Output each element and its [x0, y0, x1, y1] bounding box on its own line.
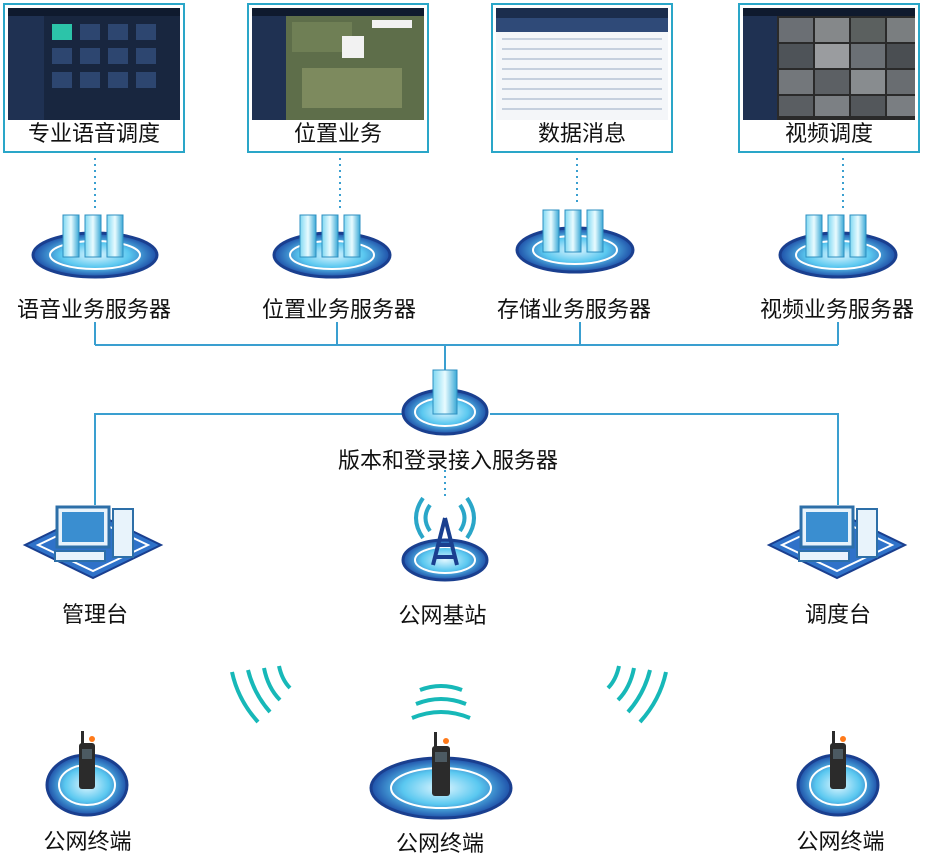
app-panel-video: 视频调度 [738, 3, 920, 153]
server-voice-icon [31, 214, 159, 279]
server-location-label: 位置业务服务器 [261, 298, 416, 323]
dispatch-console-label: 调度台 [804, 603, 871, 628]
signal-waves-center-icon [411, 684, 471, 720]
voice-dispatch-screenshot-icon [8, 8, 180, 120]
server-video-label: 视频业务服务器 [759, 298, 914, 323]
core-server-icon [401, 369, 489, 436]
app-server-links [94, 158, 844, 497]
server-location-icon [272, 214, 392, 279]
map-screenshot-icon [252, 8, 424, 120]
server-bus [94, 322, 839, 505]
app-label: 视频调度 [784, 122, 873, 147]
signal-waves-left-icon [230, 665, 292, 724]
app-label: 位置业务 [293, 122, 382, 147]
data-table-screenshot-icon [496, 8, 668, 120]
terminal-right-icon [796, 731, 880, 817]
app-panel-location: 位置业务 [247, 3, 429, 153]
management-console-label: 管理台 [61, 603, 128, 628]
core-server-label: 版本和登录接入服务器 [337, 449, 558, 474]
base-station-icon [401, 496, 489, 582]
server-video-icon [778, 214, 898, 279]
app-panel-voice: 专业语音调度 [3, 3, 185, 153]
management-console-icon [22, 505, 164, 580]
server-storage-icon [515, 209, 635, 274]
terminal-center-icon [369, 732, 513, 820]
app-label: 数据消息 [537, 122, 626, 147]
server-storage-label: 存储业务服务器 [496, 298, 651, 323]
terminal-left-label: 公网终端 [43, 830, 132, 855]
terminal-left-icon [45, 731, 129, 817]
terminal-right-label: 公网终端 [796, 830, 885, 855]
base-station-label: 公网基站 [398, 604, 487, 629]
app-label: 专业语音调度 [27, 122, 160, 147]
signal-waves-right-icon [606, 665, 668, 724]
server-voice-label: 语音业务服务器 [16, 298, 171, 323]
app-panel-data: 数据消息 [491, 3, 673, 153]
video-wall-screenshot-icon [743, 8, 915, 120]
dispatch-console-icon [766, 505, 908, 580]
terminal-center-label: 公网终端 [395, 832, 484, 857]
